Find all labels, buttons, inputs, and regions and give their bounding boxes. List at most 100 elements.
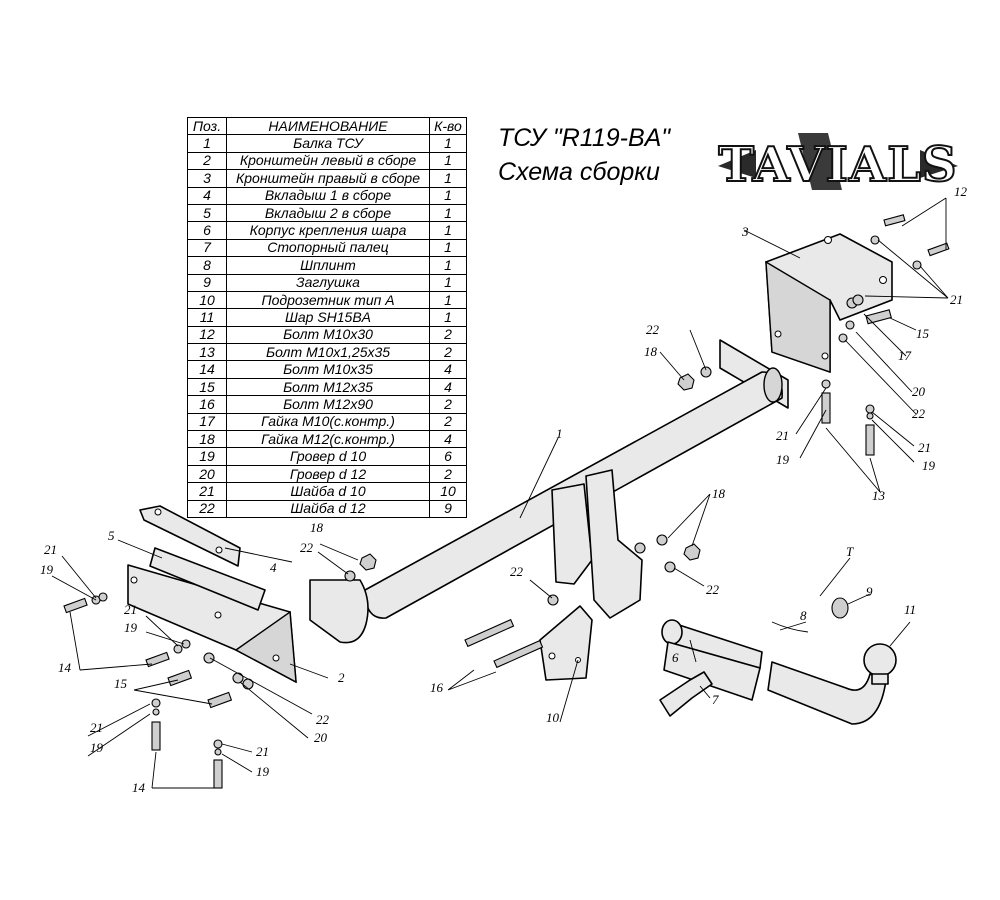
cell-name: Подрозетник тип А xyxy=(226,290,430,310)
callout-21: 21 xyxy=(256,744,269,759)
callout-3: 3 xyxy=(741,224,749,239)
callout-19: 19 xyxy=(90,740,104,755)
callout-19: 19 xyxy=(40,562,54,577)
callout-21: 21 xyxy=(776,428,789,443)
cell-position: 10 xyxy=(187,290,227,310)
callout-14: 14 xyxy=(132,780,146,795)
callout-22: 22 xyxy=(646,322,660,337)
header-name: НАИМЕНОВАНИЕ xyxy=(226,116,430,136)
callout-19: 19 xyxy=(922,458,936,473)
cell-position: 14 xyxy=(187,360,227,379)
cell-quantity: 2 xyxy=(429,395,467,414)
callout-20: 20 xyxy=(314,730,328,745)
cell-name: Гровер d 10 xyxy=(226,447,430,466)
callout-19: 19 xyxy=(776,452,790,467)
cell-quantity: 4 xyxy=(429,377,467,397)
callout-21: 21 xyxy=(90,720,103,735)
callout-21: 21 xyxy=(44,542,57,557)
callout-8: 8 xyxy=(800,608,807,623)
cell-name: Шайба d 12 xyxy=(226,499,430,518)
cell-position: 8 xyxy=(187,256,227,275)
cell-position: 17 xyxy=(187,412,227,432)
cell-position: 16 xyxy=(187,395,227,414)
cell-quantity: 1 xyxy=(429,256,467,275)
callout-10: 10 xyxy=(546,710,560,725)
ball-mount xyxy=(659,597,897,725)
callout-9: 9 xyxy=(866,584,873,599)
cell-name: Вкладыш 2 в сборе xyxy=(226,203,430,223)
callout-22: 22 xyxy=(912,406,926,421)
callout-22: 22 xyxy=(300,540,314,555)
cell-quantity: 6 xyxy=(429,447,467,466)
cell-name: Вкладыш 1 в сборе xyxy=(226,186,430,205)
cell-position: 18 xyxy=(187,430,227,449)
cell-name: Гайка М12(с.контр.) xyxy=(226,430,430,449)
cell-name: Гайка М10(с.контр.) xyxy=(226,412,430,432)
cell-quantity: 1 xyxy=(429,186,467,205)
cell-name: Болт М12х35 xyxy=(226,377,430,397)
callout-13: 13 xyxy=(872,488,886,503)
leader-lines xyxy=(51,197,949,789)
callout-20: 20 xyxy=(912,384,926,399)
callout-16: 16 xyxy=(430,680,444,695)
cell-quantity: 1 xyxy=(429,134,467,153)
cell-quantity: 1 xyxy=(429,290,467,310)
cell-name: Болт М10х1,25х35 xyxy=(226,343,430,362)
cell-name: Болт М10х35 xyxy=(226,360,430,379)
cell-name: Болт М12х90 xyxy=(226,395,430,414)
cell-position: 3 xyxy=(187,169,227,188)
callout-14: 14 xyxy=(58,660,72,675)
callout-4: 4 xyxy=(270,560,277,575)
cell-quantity: 1 xyxy=(429,169,467,188)
cell-position: 19 xyxy=(187,447,227,466)
callout-18: 18 xyxy=(712,486,726,501)
table-header-row: Поз. НАИМЕНОВАНИЕ К-во xyxy=(187,116,467,136)
cell-quantity: 1 xyxy=(429,151,467,171)
cell-name: Болт М10х30 xyxy=(226,325,430,345)
callout-19: 19 xyxy=(124,620,138,635)
cell-name: Кронштейн левый в сборе xyxy=(226,151,430,171)
cell-position: 2 xyxy=(187,151,227,171)
cell-position: 11 xyxy=(187,308,227,327)
cell-position: 5 xyxy=(187,203,227,223)
cell-name: Заглушка xyxy=(226,273,430,292)
callout-6: 6 xyxy=(672,650,679,665)
tavials-logo: TAVIALS xyxy=(717,133,958,194)
callout-1: 1 xyxy=(556,426,563,441)
callout-18: 18 xyxy=(310,520,324,535)
cell-position: 4 xyxy=(187,186,227,205)
cell-position: 6 xyxy=(187,221,227,240)
callout-22: 22 xyxy=(706,582,720,597)
diagram-subtitle: Схема сборки xyxy=(498,158,660,186)
right-bracket xyxy=(765,233,893,373)
cell-quantity: 2 xyxy=(429,343,467,362)
callout-21: 21 xyxy=(950,292,963,307)
cell-name: Корпус крепления шара xyxy=(226,221,430,240)
left-bracket xyxy=(127,505,297,684)
cell-name: Шайба d 10 xyxy=(226,482,430,501)
cell-position: 12 xyxy=(187,325,227,345)
callout-2: 2 xyxy=(338,670,345,685)
cell-quantity: 1 xyxy=(429,308,467,327)
cell-position: 22 xyxy=(187,499,227,518)
callout-7: 7 xyxy=(712,692,719,707)
cell-quantity: 4 xyxy=(429,430,467,449)
cell-quantity: 1 xyxy=(429,203,467,223)
callout-11: 11 xyxy=(904,602,916,617)
